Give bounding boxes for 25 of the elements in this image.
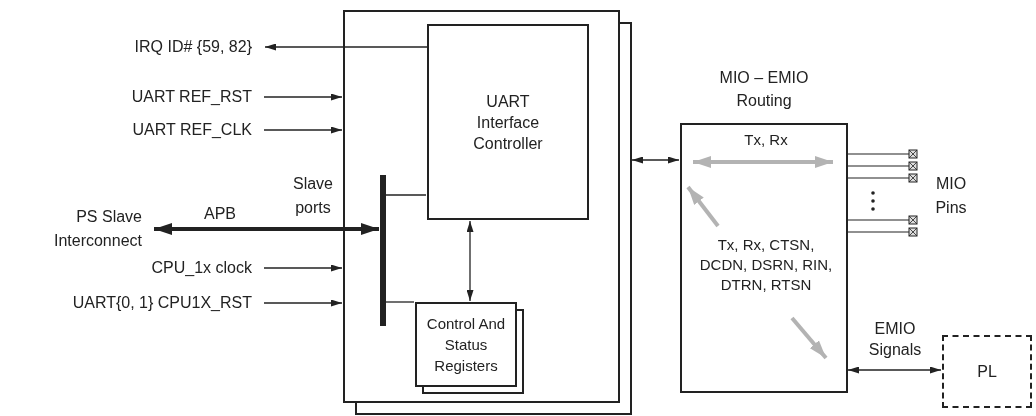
arrow [154, 223, 379, 235]
signal-list: Tx, Rx [698, 130, 834, 150]
connector-line [385, 194, 427, 196]
signal-name: CPU_1x clock [151, 256, 252, 280]
controller-box: UART Interface Controller [427, 24, 589, 220]
box-heading: MIO – EMIO Routing [718, 68, 810, 111]
arrow [263, 93, 343, 101]
connector-line [385, 301, 415, 303]
port-label: Slave ports [292, 174, 334, 218]
pl-box: PL [942, 335, 1032, 408]
arrow [847, 366, 942, 374]
pins-label: MIO Pins [934, 174, 968, 218]
arrow [466, 220, 474, 302]
arrow [631, 156, 680, 164]
signal-list: Tx, Rx, CTSN, DCDN, DSRN, RIN, DTRN, RTSN [698, 235, 834, 295]
arrow [263, 126, 343, 134]
arrow [263, 264, 343, 272]
bus-bar [380, 175, 386, 326]
signal-name: UART REF_RST [131, 85, 252, 109]
signal-name: UART REF_CLK [132, 118, 252, 142]
signal-name: UART{0, 1} CPU1X_RST [72, 291, 252, 315]
interconnect-name: PS Slave Interconnect [32, 205, 142, 253]
arrow [264, 43, 428, 51]
signal-name: IRQ ID# {59, 82} [134, 35, 252, 59]
arrow [263, 299, 343, 307]
